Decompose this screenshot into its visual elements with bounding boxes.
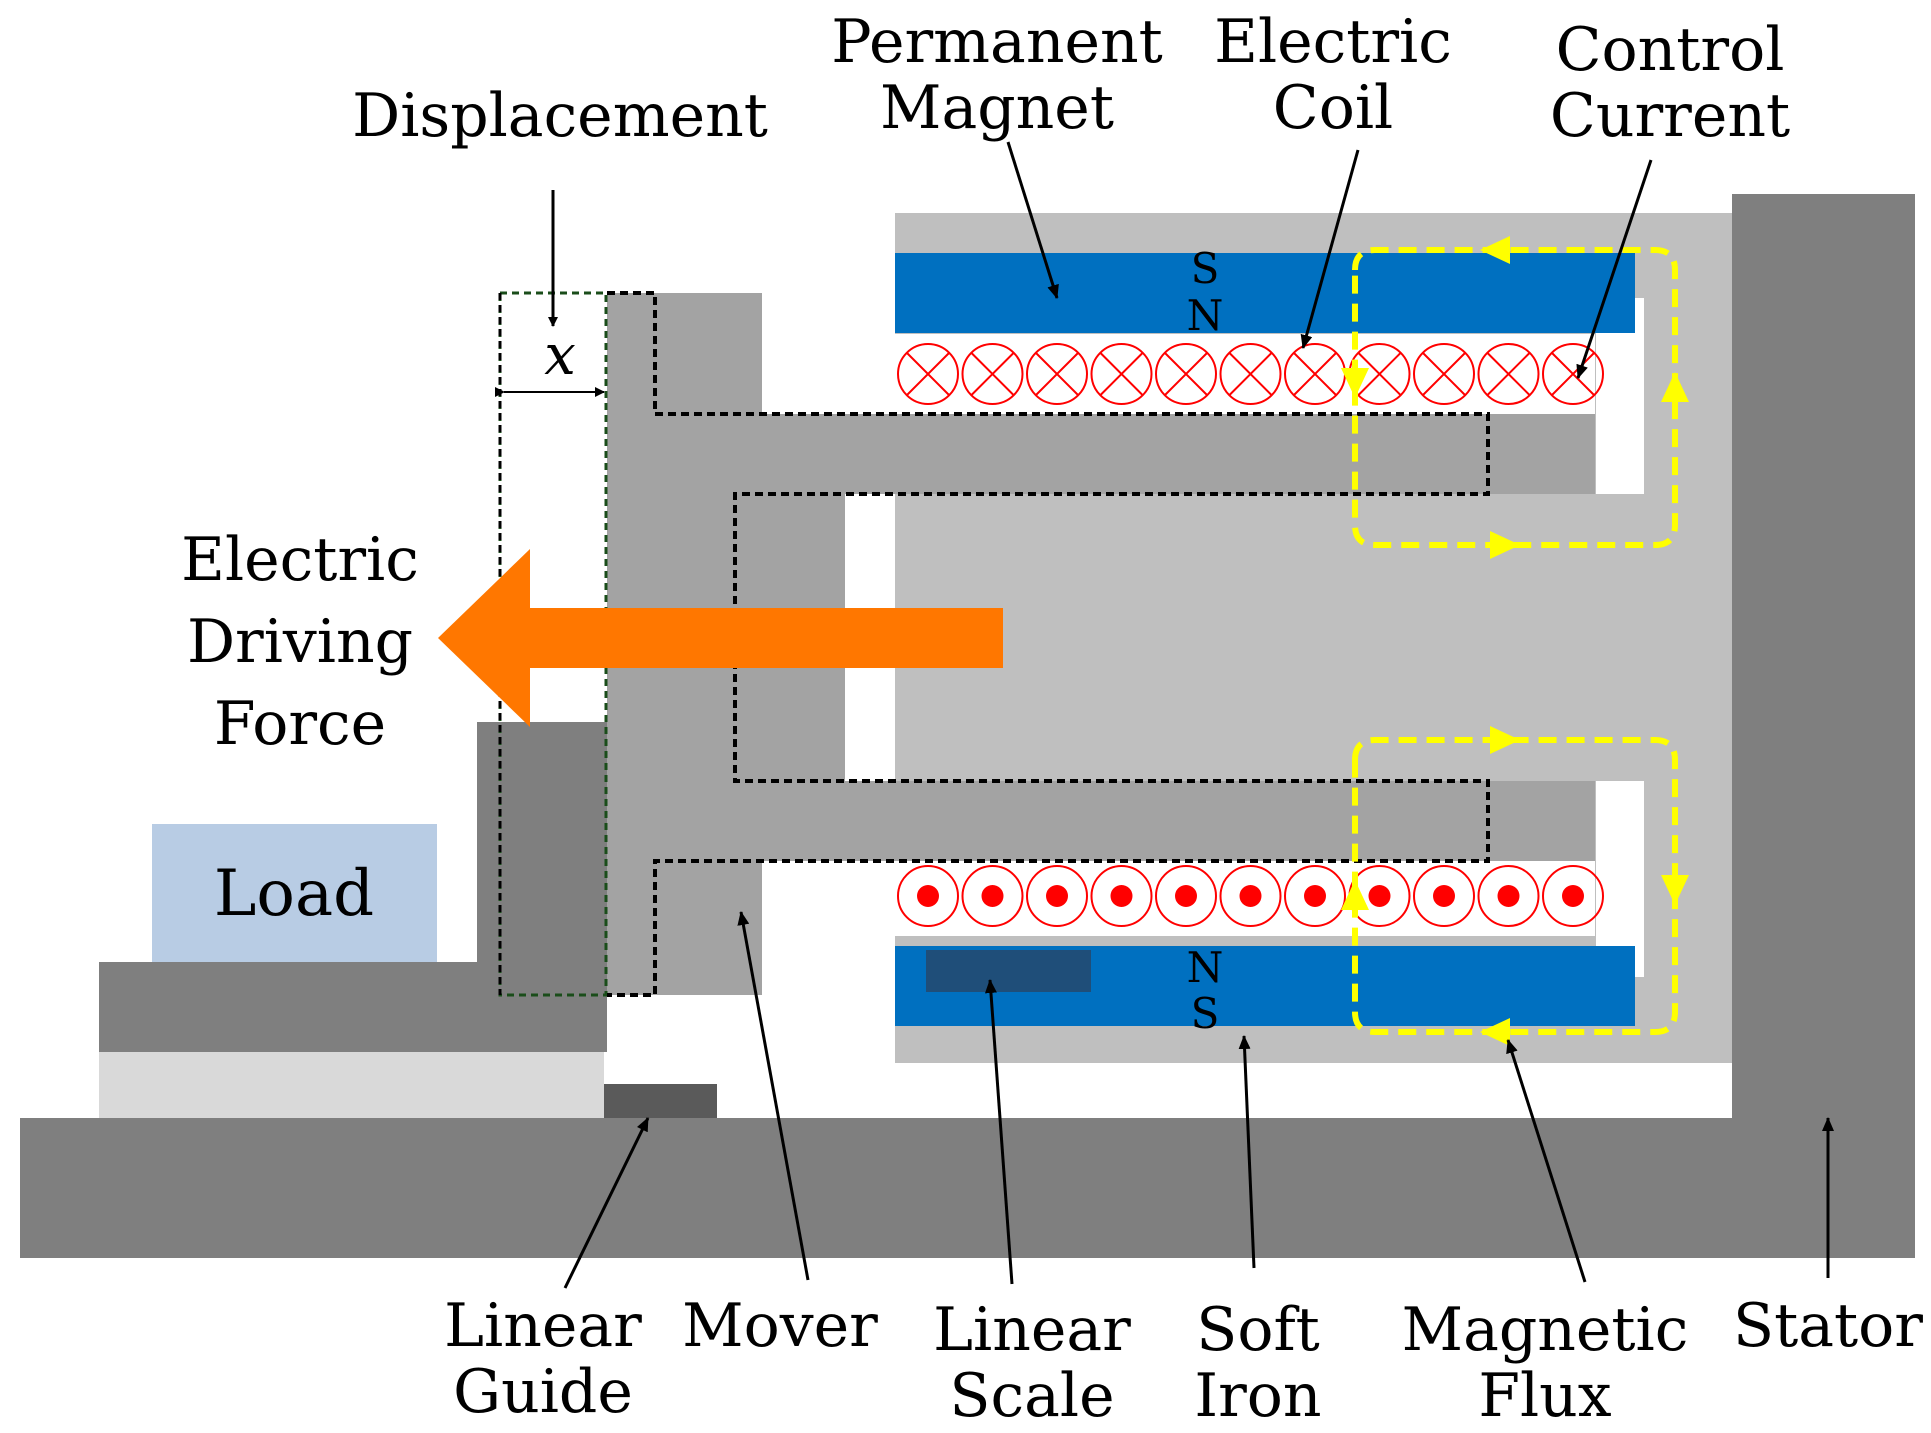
magnetic-flux-label-2: Flux	[1478, 1361, 1611, 1431]
linear-guide-slider	[604, 1084, 717, 1118]
coil-row-top	[897, 343, 1604, 405]
coil-bottom-10	[1477, 865, 1540, 927]
flux-arrowheads	[1341, 236, 1689, 1046]
mover-arm-bottom-tip	[1485, 781, 1595, 861]
coil-top-9	[1413, 343, 1475, 405]
control-current-label-1: Control	[1556, 15, 1785, 85]
cavity-bottom-gap	[1596, 781, 1644, 977]
permanent-magnet-label-1: Permanent	[831, 7, 1162, 77]
linear-scale-bar	[926, 950, 1091, 992]
electric-coil-label-1: Electric	[1214, 7, 1452, 77]
guide-rail	[99, 1052, 604, 1118]
linear-scale-leader	[984, 979, 1014, 1285]
permanent-magnet-leader	[1006, 141, 1059, 299]
magnetic-flux-leader	[1506, 1039, 1587, 1283]
coil-bottom-5	[1155, 865, 1217, 927]
driving-force-label-2: Driving	[187, 607, 413, 677]
electric-coil-label-2: Coil	[1273, 73, 1393, 143]
load-post	[477, 722, 607, 1052]
stator-base	[20, 1118, 1915, 1258]
coil-bottom-7	[1284, 865, 1346, 927]
coil-bottom-2	[961, 865, 1024, 927]
electric-coil-leader	[1300, 149, 1360, 349]
displacement-label: Displacement	[352, 81, 768, 151]
coil-row-bottom	[897, 865, 1604, 927]
coil-top-4	[1090, 343, 1153, 405]
linear-scale-label-2: Scale	[949, 1361, 1114, 1431]
coil-bottom-6	[1219, 865, 1282, 927]
coil-top-11	[1542, 343, 1604, 405]
electric-driving-force-arrow	[438, 549, 1003, 727]
leader-arrows	[563, 141, 1834, 1289]
coil-top-3	[1026, 343, 1088, 405]
load-label: Load	[214, 857, 374, 931]
pole-bottom-n: N	[1187, 943, 1224, 992]
coil-bottom-1	[897, 865, 959, 927]
linear-guide-label-1: Linear	[444, 1291, 642, 1361]
linear-guide-label-2: Guide	[453, 1357, 633, 1427]
load-box	[152, 824, 437, 962]
permanent-magnet-top	[895, 253, 1635, 333]
pole-top-s: S	[1191, 244, 1220, 293]
coil-top-1	[897, 343, 959, 405]
magnetic-flux-bottom	[1352, 737, 1678, 1035]
driving-force-label-1: Electric	[181, 525, 419, 595]
coil-top-6	[1219, 343, 1282, 405]
linear-guide-leader	[563, 1117, 650, 1289]
driving-force-label-3: Force	[214, 689, 386, 759]
mover-leader	[737, 911, 810, 1281]
soft-iron-leader	[1238, 1035, 1256, 1269]
coil-top-2	[961, 343, 1024, 405]
coil-top-10	[1477, 343, 1540, 405]
linear-scale-label-1: Linear	[933, 1295, 1131, 1365]
mover-arm-top-tip	[1485, 414, 1595, 494]
permanent-magnet-label-2: Magnet	[880, 73, 1114, 143]
soft-iron-label-1: Soft	[1196, 1295, 1320, 1365]
coil-bottom-9	[1413, 865, 1475, 927]
control-current-leader	[1576, 159, 1653, 379]
pole-top-n: N	[1187, 291, 1224, 340]
coil-top-5	[1155, 343, 1217, 405]
mover-arm-bottom	[735, 781, 1593, 861]
magnetic-flux-top	[1352, 247, 1678, 548]
x-variable: x	[544, 323, 576, 388]
control-current-label-2: Current	[1550, 81, 1790, 151]
soft-iron-label-2: Iron	[1194, 1361, 1321, 1431]
pole-bottom-s: S	[1191, 989, 1220, 1038]
coil-bottom-11	[1542, 865, 1604, 927]
mover-arm-top	[735, 414, 1593, 494]
stator-label: Stator	[1733, 1291, 1923, 1361]
magnetic-flux-label-1: Magnetic	[1402, 1295, 1689, 1365]
stator-wall	[1732, 194, 1915, 1258]
coil-slot-top	[895, 334, 1595, 414]
mover-label: Mover	[682, 1291, 878, 1361]
coil-bottom-3	[1026, 865, 1088, 927]
coil-bottom-4	[1090, 865, 1153, 927]
